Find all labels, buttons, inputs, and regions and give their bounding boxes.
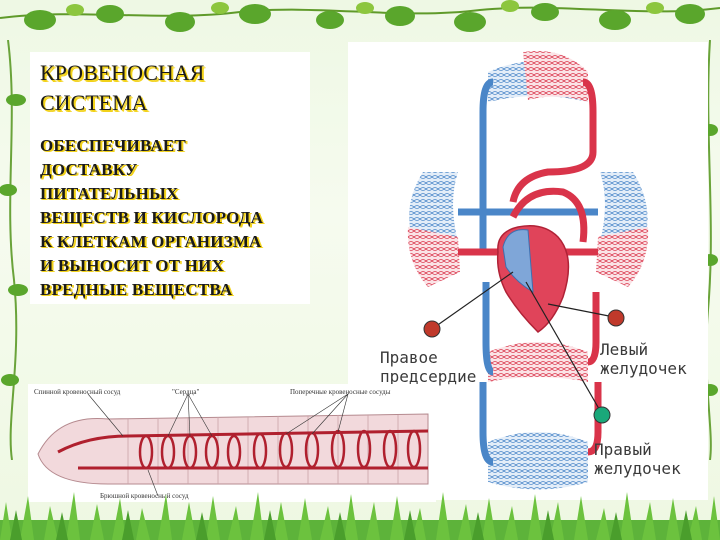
- slide-title: КРОВЕНОСНАЯ СИСТЕМА: [40, 60, 205, 115]
- right-atrium-label: Правое предсердие: [380, 348, 477, 386]
- pointer-lines: [431, 271, 615, 415]
- left-vine-decoration: [0, 40, 28, 460]
- dorsal-vessel: [57, 429, 429, 454]
- right-ventricle-marker: [593, 406, 611, 424]
- right-ventricle-label: Правый желудочек: [594, 440, 681, 478]
- grass-decoration: [0, 492, 720, 540]
- slide-description: ОБЕСПЕЧИВАЕТ ДОСТАВКУ ПИТАТЕЛЬНЫХ ВЕЩЕСТ…: [40, 136, 264, 299]
- top-capillary-bed-arterial: [523, 50, 588, 102]
- worm-pointer-lines: [87, 393, 349, 497]
- left-ventricle-label: Левый желудочек: [600, 340, 687, 378]
- left-lung-capillaries-arterial: [407, 227, 460, 287]
- earthworm-circulatory-diagram: [37, 393, 429, 497]
- dorsal-vessel-label: Спинной кровеносный сосуд: [34, 388, 121, 396]
- middle-capillary-bed: [488, 342, 588, 382]
- vine-leaves-decoration: [0, 0, 720, 32]
- circulatory-system-diagram: [407, 50, 649, 490]
- right-lung-capillaries-arterial: [596, 227, 649, 287]
- heart-right-side: [502, 229, 534, 293]
- text-panel: [30, 52, 310, 304]
- hearts-label: "Сердца": [172, 388, 200, 396]
- right-atrium-marker: [423, 320, 441, 338]
- left-ventricle-marker: [607, 309, 625, 327]
- veins: [458, 78, 598, 466]
- transverse-vessels-label: Поперечные кровеносные сосуды: [290, 388, 391, 396]
- ventral-vessel-label: Брюшной кровеносный сосуд: [100, 492, 189, 500]
- bottom-capillary-bed: [488, 432, 588, 490]
